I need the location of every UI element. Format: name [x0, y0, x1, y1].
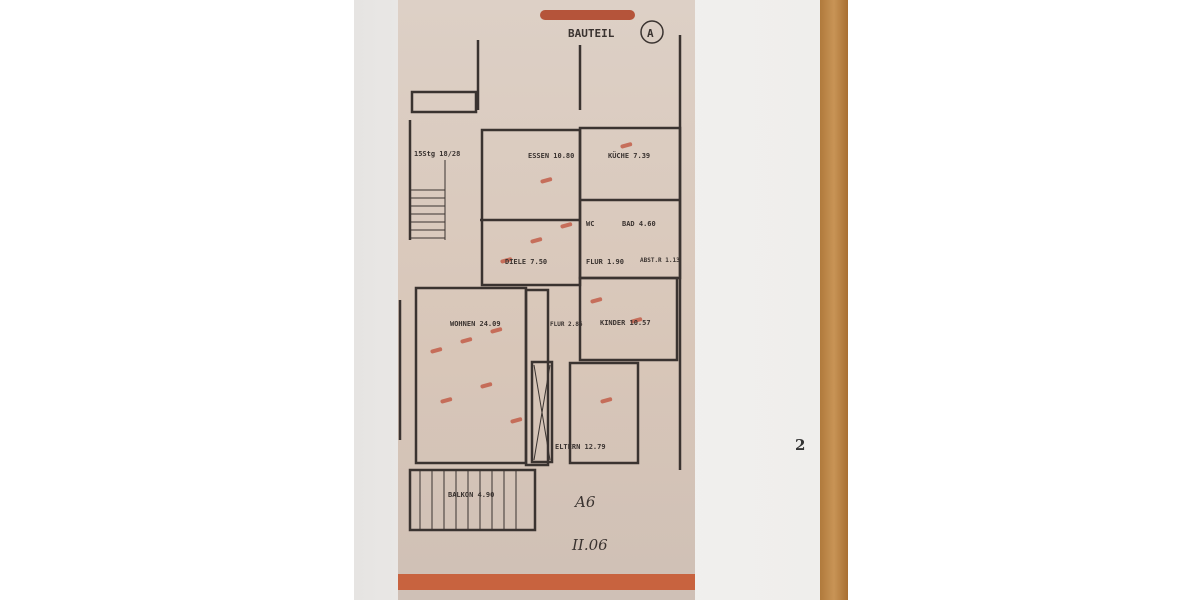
walls	[398, 35, 682, 532]
room-label-flur-1: FLUR 1.90	[586, 258, 624, 266]
room-label-kueche: KÜCHE 7.39	[608, 151, 650, 160]
stair-label: 15Stg 18/28	[414, 150, 460, 158]
building-marker: A	[647, 27, 654, 40]
marker-dashes	[430, 142, 643, 424]
room-label-flur-2: FLUR 2.86	[550, 321, 583, 328]
sheet-background	[398, 0, 695, 600]
building-marker-circle	[640, 20, 664, 44]
room-label-kinder: KINDER 10.57	[600, 319, 651, 327]
page-number: 2	[795, 436, 806, 454]
room-label-balkon: BALKON 4.90	[448, 491, 494, 499]
room-label-diele: DIELE 7.50	[505, 258, 547, 266]
handwritten-unit: A6	[573, 493, 596, 511]
header-label: BAUTEIL	[568, 27, 615, 40]
room-label-wohnen: WOHNEN 24.09	[450, 320, 501, 328]
room-label-wc: WC	[586, 220, 594, 228]
wooden-table-edge	[820, 0, 848, 600]
room-label-abstellraum: ABST.R 1.13	[640, 257, 680, 264]
stairs	[410, 160, 446, 240]
room-label-essen: ESSEN 10.80	[528, 152, 574, 160]
room-label-bad: BAD 4.60	[622, 220, 656, 228]
handwritten-floor: II.06	[571, 536, 608, 554]
room-label-eltern: ELTERN 12.79	[555, 443, 606, 451]
marker-stroke	[540, 10, 635, 20]
orange-strip	[398, 574, 695, 590]
balcony-railing	[419, 364, 551, 530]
